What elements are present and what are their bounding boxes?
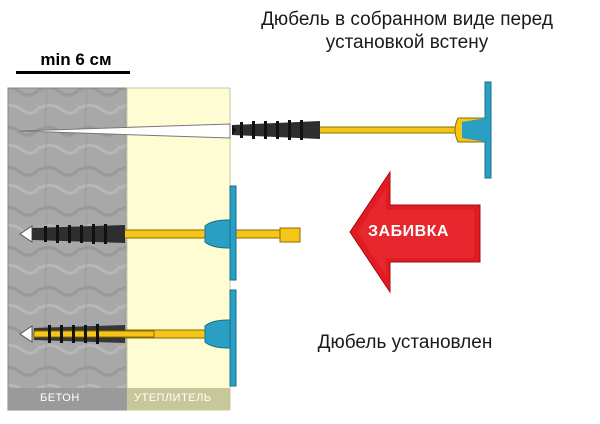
insulation-label-strip: [127, 388, 230, 410]
hammering-arrow: [349, 170, 481, 294]
dowel-assembled: [232, 81, 492, 179]
concrete-label-strip: [8, 388, 127, 410]
caption-assembled-line1: Дюбель в собранном виде перед: [261, 9, 553, 30]
min-depth-label: min 6 см: [40, 50, 112, 69]
caption-assembled-line2: установкой встену: [325, 32, 489, 53]
dowel-hammering: [19, 185, 301, 281]
concrete-layer: [7, 87, 128, 411]
caption-installed: Дюбель установлен: [317, 332, 493, 353]
insulation-layer: [126, 87, 231, 411]
min-depth-bar: [16, 71, 130, 74]
drilled-hole: [19, 123, 231, 139]
insulation-label: УТЕПЛИТЕЛЬ: [134, 392, 212, 404]
dowel-installed: [19, 289, 237, 387]
caption-assembled: Дюбель в собранном виде перед установкой…: [222, 8, 592, 54]
arrow-label: ЗАБИВКА: [368, 223, 449, 240]
concrete-label: БЕТОН: [40, 392, 80, 404]
